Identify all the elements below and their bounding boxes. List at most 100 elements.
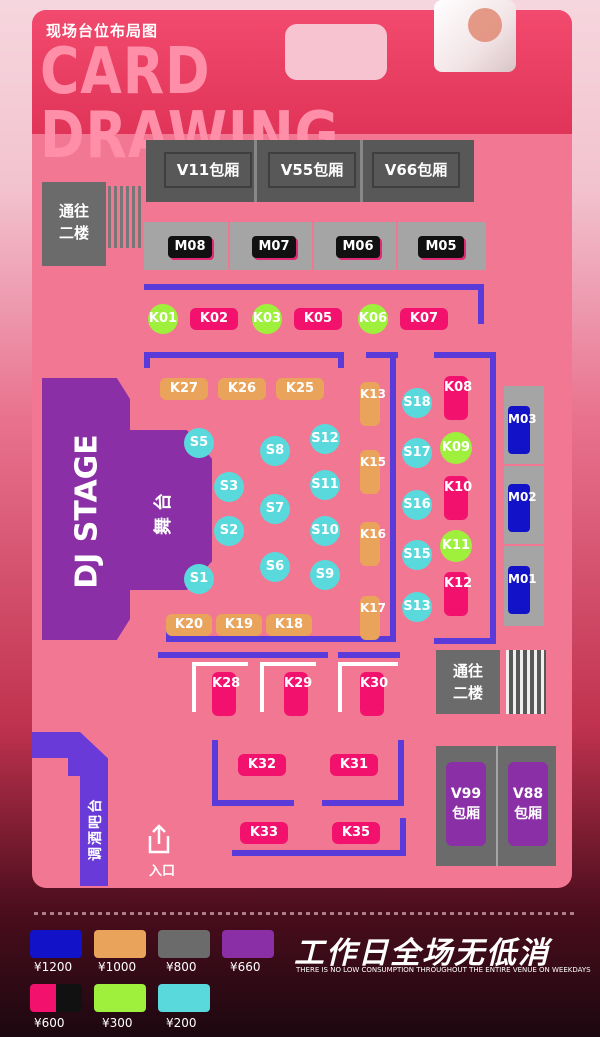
booth-m02[interactable]: M02 <box>508 484 537 532</box>
seat-s16[interactable]: S16 <box>402 490 432 520</box>
seat-s7[interactable]: S7 <box>260 494 290 524</box>
seat-k26[interactable]: K26 <box>218 378 266 400</box>
legend-swatch-600 <box>30 984 82 1012</box>
entrance-icon <box>142 822 176 856</box>
seat-s12[interactable]: S12 <box>310 424 340 454</box>
seat-s5[interactable]: S5 <box>184 428 214 458</box>
seat-k30[interactable]: K30 <box>360 672 388 716</box>
seat-s2[interactable]: S2 <box>214 516 244 546</box>
vip-room-code: V88 <box>512 786 544 802</box>
seat-k06[interactable]: K06 <box>358 304 388 334</box>
vip-room-v88[interactable]: V88 包厢 <box>508 762 548 846</box>
seat-k01[interactable]: K01 <box>148 304 178 334</box>
legend-swatch-200 <box>158 984 210 1012</box>
stairs-upstairs-left[interactable]: 通往 二楼 <box>42 182 106 266</box>
seat-s17[interactable]: S17 <box>402 438 432 468</box>
seat-k35[interactable]: K35 <box>332 822 380 844</box>
seat-s6[interactable]: S6 <box>260 552 290 582</box>
price-legend: ¥1200 ¥1000 ¥800 ¥660 ¥600 ¥300 ¥200 <box>30 928 290 1032</box>
seat-k33[interactable]: K33 <box>240 822 288 844</box>
seating-card: 现场台位布局图 CARD DRAWING V11包厢 V55包厢 V66包厢 通… <box>32 10 572 888</box>
weekday-slogan: 工作日全场无低消 <box>294 936 550 971</box>
booth-m07[interactable]: M07 <box>252 236 296 258</box>
stairs-upstairs-right[interactable]: 通往 二楼 <box>436 650 500 714</box>
stage-platform-label: 舞台 <box>153 487 174 535</box>
vip-room-v55[interactable]: V55包厢 <box>268 152 356 188</box>
legend-swatch-1200 <box>30 930 82 958</box>
seat-k20[interactable]: K20 <box>166 614 212 636</box>
booth-m05[interactable]: M05 <box>418 236 464 258</box>
booth-m01[interactable]: M01 <box>508 566 537 614</box>
legend-swatch-1000 <box>94 930 146 958</box>
seat-k09[interactable]: K09 <box>440 432 472 464</box>
seating-rail <box>398 740 404 806</box>
stairs-label-line1: 通往 <box>452 662 483 680</box>
seating-rail <box>322 800 404 806</box>
stairs-steps-right <box>506 650 546 714</box>
seating-rail <box>478 284 484 324</box>
seat-s9[interactable]: S9 <box>310 560 340 590</box>
divider <box>360 140 363 202</box>
seat-k18[interactable]: K18 <box>266 614 312 636</box>
booth-rail <box>192 662 196 712</box>
vip-top-row: V11包厢 V55包厢 V66包厢 <box>146 140 474 202</box>
seat-s18[interactable]: S18 <box>402 388 432 418</box>
seating-rail <box>400 818 406 856</box>
bar-counter-label: 调酒吧台 <box>88 797 104 861</box>
seat-k02[interactable]: K02 <box>190 308 238 330</box>
seat-s10[interactable]: S10 <box>310 516 340 546</box>
stairs-steps-left <box>108 186 142 248</box>
vip-room-v11[interactable]: V11包厢 <box>164 152 252 188</box>
seat-s15[interactable]: S15 <box>402 540 432 570</box>
vip-room-v99[interactable]: V99 包厢 <box>446 762 486 846</box>
seat-k31[interactable]: K31 <box>330 754 378 776</box>
seat-s13[interactable]: S13 <box>402 592 432 622</box>
seat-k29[interactable]: K29 <box>284 672 312 716</box>
booth-m06[interactable]: M06 <box>336 236 380 258</box>
card-hanger-slot <box>285 24 387 80</box>
seat-k12[interactable]: K12 <box>444 572 472 616</box>
booth-m03[interactable]: M03 <box>508 406 537 454</box>
seat-k27[interactable]: K27 <box>160 378 208 400</box>
divider <box>254 140 257 202</box>
seat-k15[interactable]: K15 <box>360 450 386 494</box>
booth-m08[interactable]: M08 <box>168 236 212 258</box>
seat-k11[interactable]: K11 <box>440 530 472 562</box>
vip-room-v66[interactable]: V66包厢 <box>372 152 460 188</box>
m-top-row: M08 M07 M06 M05 <box>144 222 486 270</box>
seat-s8[interactable]: S8 <box>260 436 290 466</box>
seating-rail <box>368 352 398 358</box>
seat-k08[interactable]: K08 <box>444 376 472 420</box>
seat-s1[interactable]: S1 <box>184 564 214 594</box>
seating-rail <box>338 352 344 368</box>
vip-room-type: 包厢 <box>514 806 542 822</box>
seat-k17[interactable]: K17 <box>360 596 386 640</box>
seat-s11[interactable]: S11 <box>310 470 340 500</box>
seating-rail <box>144 352 150 368</box>
divider <box>504 544 544 546</box>
cup-decoration <box>434 0 516 72</box>
legend-price-200: ¥200 <box>166 1016 197 1030</box>
seating-rail <box>490 352 496 644</box>
seat-k16[interactable]: K16 <box>360 522 386 566</box>
seat-k07[interactable]: K07 <box>400 308 448 330</box>
divider <box>396 222 398 270</box>
legend-price-800: ¥800 <box>166 960 197 974</box>
seat-k13[interactable]: K13 <box>360 382 386 426</box>
seat-k19[interactable]: K19 <box>216 614 262 636</box>
stairs-label-line2: 二楼 <box>58 224 89 242</box>
booth-rail <box>192 662 248 666</box>
seat-k32[interactable]: K32 <box>238 754 286 776</box>
seat-k10[interactable]: K10 <box>444 476 472 520</box>
legend-price-1200: ¥1200 <box>34 960 73 974</box>
booth-rail <box>260 662 316 666</box>
legend-price-300: ¥300 <box>102 1016 133 1030</box>
seat-k05[interactable]: K05 <box>294 308 342 330</box>
legend-swatch-660 <box>222 930 274 958</box>
divider <box>504 464 544 466</box>
seat-s3[interactable]: S3 <box>214 472 244 502</box>
seat-k25[interactable]: K25 <box>276 378 324 400</box>
divider <box>228 222 230 270</box>
seat-k03[interactable]: K03 <box>252 304 282 334</box>
seat-k28[interactable]: K28 <box>212 672 240 716</box>
